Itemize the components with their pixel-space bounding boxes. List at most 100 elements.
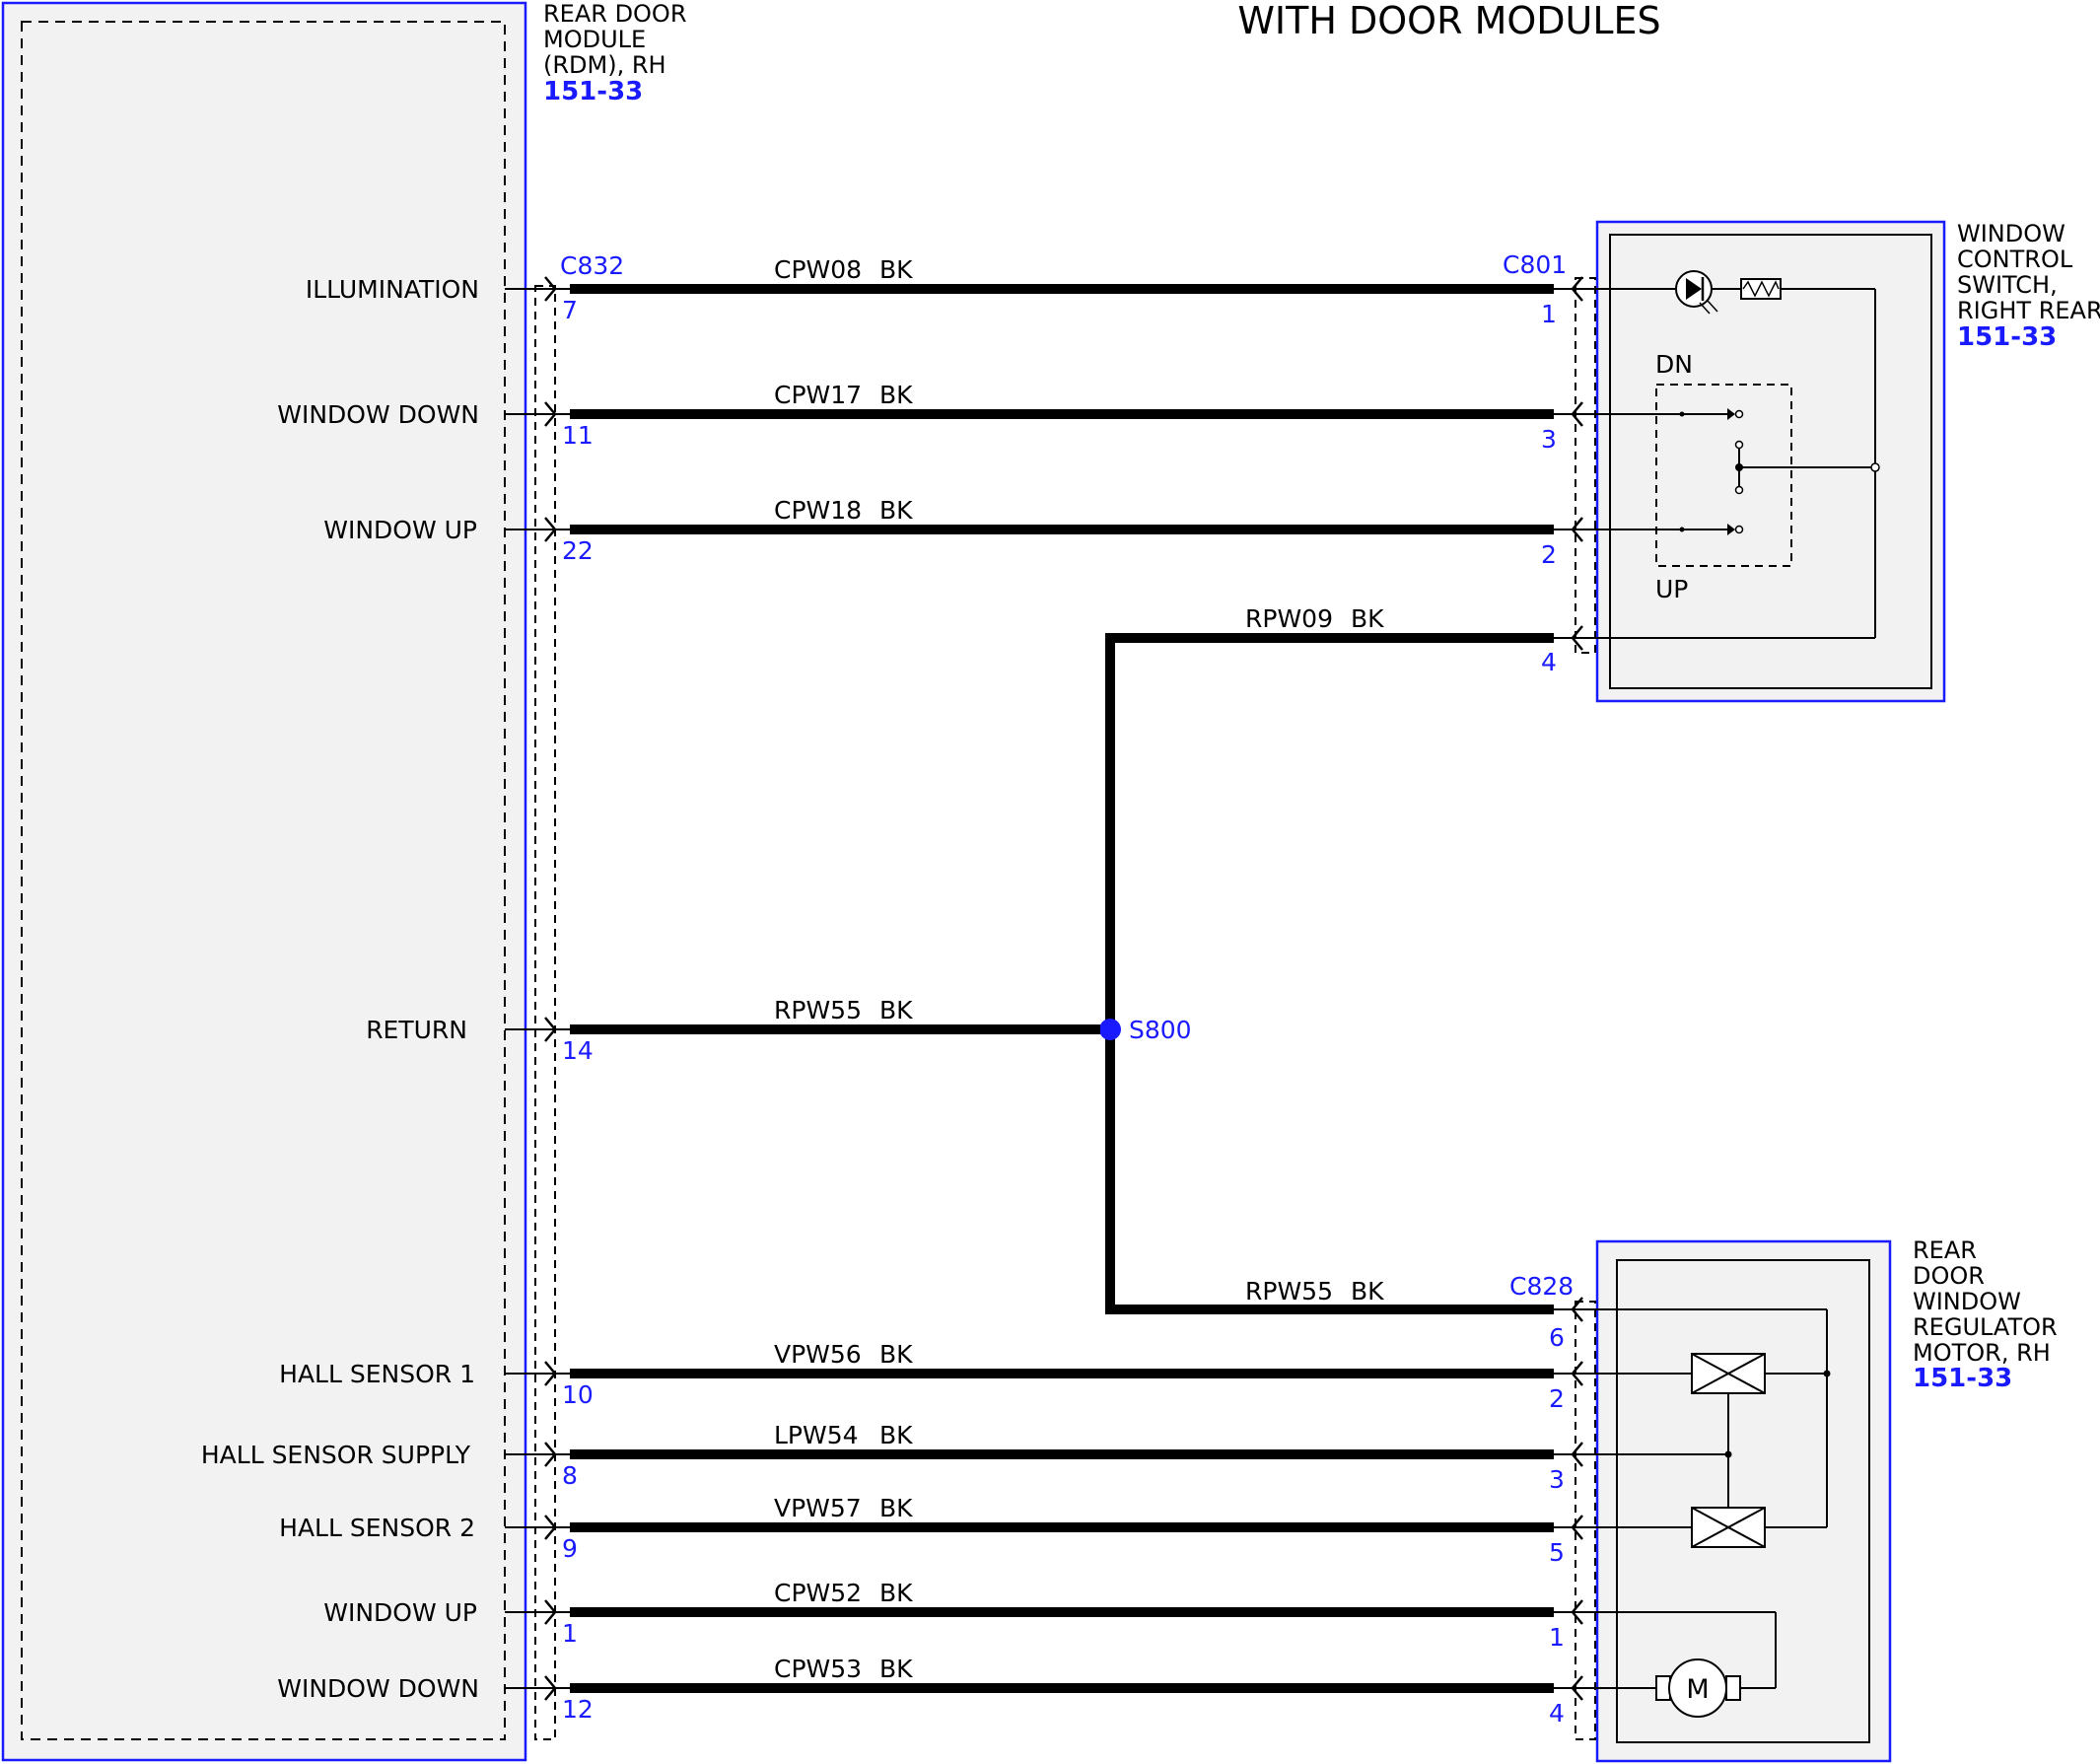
branch-wire-2-pin: 6 [1549, 1323, 1565, 1352]
branch-wire-rpw09: RPW09 BK 4 [1245, 604, 1583, 676]
wire-2-terminal-icon [544, 401, 557, 427]
wire-6-circuit: LPW54 [774, 1421, 859, 1449]
wcs-ref-link[interactable]: 151-33 [1957, 322, 2057, 352]
motor-name-line-2: DOOR [1913, 1262, 1985, 1290]
wire-1-right-terminal-icon [1571, 276, 1583, 302]
wire-3-circuit: CPW18 [774, 496, 862, 525]
wire-8-terminal-icon [544, 1599, 557, 1625]
wire-8-right-pin: 1 [1549, 1623, 1565, 1652]
wire-9-right-pin: 4 [1549, 1699, 1565, 1728]
wire-4-circuit: RPW55 [774, 996, 862, 1024]
branch-wire-1-color: BK [1351, 604, 1384, 633]
wire-4-terminal-icon [544, 1017, 557, 1042]
wire-8-signal-label: WINDOW UP [323, 1598, 477, 1627]
wire-6-right-terminal-icon [1571, 1442, 1583, 1467]
wire-2-right-pin: 3 [1541, 425, 1557, 454]
wire-3-right-terminal-icon [1571, 517, 1583, 542]
wire-4: RETURN RPW55 BK 14 [366, 996, 1100, 1065]
wire-2-right-terminal-icon [1571, 401, 1583, 427]
splice-s800-label: S800 [1129, 1016, 1192, 1044]
wcs-name-line-2: CONTROL [1957, 246, 2073, 273]
rdm-ref-link[interactable]: 151-33 [543, 77, 643, 106]
c832-label: C832 [560, 251, 624, 280]
wire-6-signal-label: HALL SENSOR SUPPLY [201, 1441, 471, 1469]
wire-7-signal-label: HALL SENSOR 2 [279, 1514, 475, 1542]
rdm-component: REAR DOOR MODULE (RDM), RH 151-33 [1, 0, 687, 1762]
branch-wire-2-color: BK [1351, 1277, 1384, 1305]
wcs-name-line-3: SWITCH, [1957, 271, 2058, 299]
wire-7-right-terminal-icon [1571, 1515, 1583, 1540]
wire-6-color: BK [879, 1421, 913, 1449]
up-label: UP [1655, 575, 1688, 603]
wire-6-right-pin: 3 [1549, 1465, 1565, 1494]
wire-7-circuit: VPW57 [774, 1494, 862, 1522]
diagram-title: WITH DOOR MODULES [1237, 0, 1660, 42]
rdm-name-line-1: REAR DOOR [543, 0, 687, 28]
motor-name-line-3: WINDOW [1913, 1288, 2021, 1315]
c832-outline [534, 285, 556, 1740]
switch-outline [1655, 384, 1792, 567]
wire-3-color: BK [879, 496, 913, 525]
hall-sensor-2-icon [1691, 1507, 1766, 1548]
wire-3-terminal-icon [544, 517, 557, 542]
wire-4-left-pin: 14 [562, 1036, 594, 1065]
wire-4-color: BK [879, 996, 913, 1024]
wire-2-signal-label: WINDOW DOWN [277, 400, 479, 429]
wire-5-terminal-icon [544, 1361, 557, 1386]
branch-wire-1-circuit: RPW09 [1245, 604, 1333, 633]
wire-9-terminal-icon [544, 1675, 557, 1701]
branch-wire-2-terminal-icon [1554, 1297, 1583, 1322]
wire-5-color: BK [879, 1340, 913, 1369]
motor-icon: M [1655, 1658, 1741, 1718]
wire-1-terminal-icon [544, 276, 557, 302]
c801-outline [1575, 277, 1596, 654]
splice-s800-dot [1099, 1019, 1121, 1040]
branch-wire-1-terminal-icon [1554, 625, 1583, 651]
wire-8: WINDOW UP CPW52 BK 1 1 [323, 1579, 1583, 1652]
wire-8-right-terminal-icon [1571, 1599, 1583, 1625]
wire-8-color: BK [879, 1579, 913, 1607]
wire-5-right-terminal-icon [1571, 1361, 1583, 1386]
wire-7-terminal-icon [544, 1515, 557, 1540]
dn-label: DN [1655, 350, 1693, 379]
wire-6-terminal-icon [544, 1442, 557, 1467]
wire-5-right-pin: 2 [1549, 1384, 1565, 1413]
wire-5-signal-label: HALL SENSOR 1 [279, 1360, 475, 1388]
wire-5: HALL SENSOR 1 VPW56 BK 10 2 [279, 1340, 1583, 1413]
wire-5-circuit: VPW56 [774, 1340, 862, 1369]
motor-symbol: M [1686, 1674, 1709, 1705]
motor-name-line-4: REGULATOR [1913, 1313, 2058, 1341]
c828-label: C828 [1509, 1272, 1574, 1301]
branch-wire-rpw55: RPW55 BK 6 [1245, 1277, 1583, 1352]
wire-1-signal-label: ILLUMINATION [306, 275, 479, 304]
wire-4-signal-label: RETURN [366, 1016, 467, 1044]
motor-ref-link[interactable]: 151-33 [1913, 1364, 2012, 1393]
c828-outline [1575, 1301, 1596, 1740]
motor-name-line-1: REAR [1913, 1236, 1977, 1264]
wire-8-circuit: CPW52 [774, 1579, 862, 1607]
splice-trunk [1105, 633, 1554, 1314]
wire-2-color: BK [879, 381, 913, 409]
wire-9-right-terminal-icon [1571, 1675, 1583, 1701]
wire-1-right-pin: 1 [1541, 300, 1557, 328]
wire-8-left-pin: 1 [562, 1619, 578, 1648]
wire-7-color: BK [879, 1494, 913, 1522]
wcs-name-line-4: RIGHT REAR [1957, 297, 2100, 324]
rdm-name-line-2: MODULE [543, 26, 646, 53]
motor-name-line-5: MOTOR, RH [1913, 1339, 2051, 1367]
wire-3-right-pin: 2 [1541, 540, 1557, 569]
wire-7-left-pin: 9 [562, 1534, 578, 1563]
window-control-switch-component: WINDOW CONTROL SWITCH, RIGHT REAR 151-33… [1575, 220, 2100, 703]
wire-1-circuit: CPW08 [774, 255, 862, 284]
wire-9-left-pin: 12 [562, 1695, 594, 1724]
wire-1-color: BK [879, 255, 913, 284]
resistor-icon [1740, 278, 1782, 300]
window-regulator-motor-component: REAR DOOR WINDOW REGULATOR MOTOR, RH 151… [1575, 1236, 2058, 1763]
branch-wire-2-circuit: RPW55 [1245, 1277, 1333, 1305]
wire-5-left-pin: 10 [562, 1380, 594, 1409]
